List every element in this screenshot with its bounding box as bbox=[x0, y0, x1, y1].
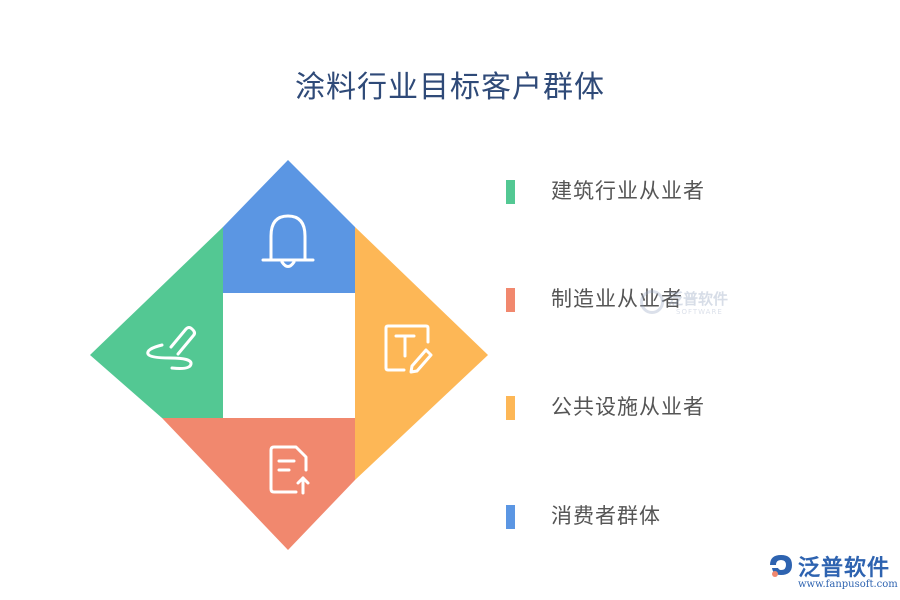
legend-marker bbox=[506, 180, 515, 204]
diamond-quadrant-bottom bbox=[162, 418, 355, 550]
brand-name: 泛普软件 bbox=[798, 556, 891, 581]
brand-logo: 泛普软件 www.fanpusoft.com bbox=[768, 548, 898, 596]
diamond-center bbox=[223, 293, 355, 418]
watermark-logo-icon bbox=[640, 290, 664, 314]
bell-icon bbox=[261, 214, 315, 268]
legend-label: 公共设施从业者 bbox=[551, 395, 705, 419]
watermark-subtext: SOFTWARE bbox=[676, 308, 723, 316]
legend-marker bbox=[506, 396, 515, 420]
watermark: 泛普软件 SOFTWARE bbox=[640, 288, 730, 322]
legend-label: 消费者群体 bbox=[551, 504, 661, 528]
brand-url: www.fanpusoft.com bbox=[798, 579, 898, 590]
page-title: 涂料行业目标客户群体 bbox=[295, 70, 605, 105]
legend-marker bbox=[506, 288, 515, 312]
legend-marker bbox=[506, 505, 515, 529]
text-edit-icon bbox=[384, 324, 433, 374]
signature-pen-icon bbox=[146, 326, 196, 370]
diamond-quadrant-left bbox=[90, 227, 223, 418]
document-upload-icon bbox=[269, 445, 310, 495]
legend-label: 建筑行业从业者 bbox=[551, 179, 705, 203]
diamond-quadrant-top bbox=[223, 160, 355, 293]
watermark-text: 泛普软件 bbox=[668, 290, 729, 308]
brand-swirl-icon bbox=[770, 555, 792, 577]
